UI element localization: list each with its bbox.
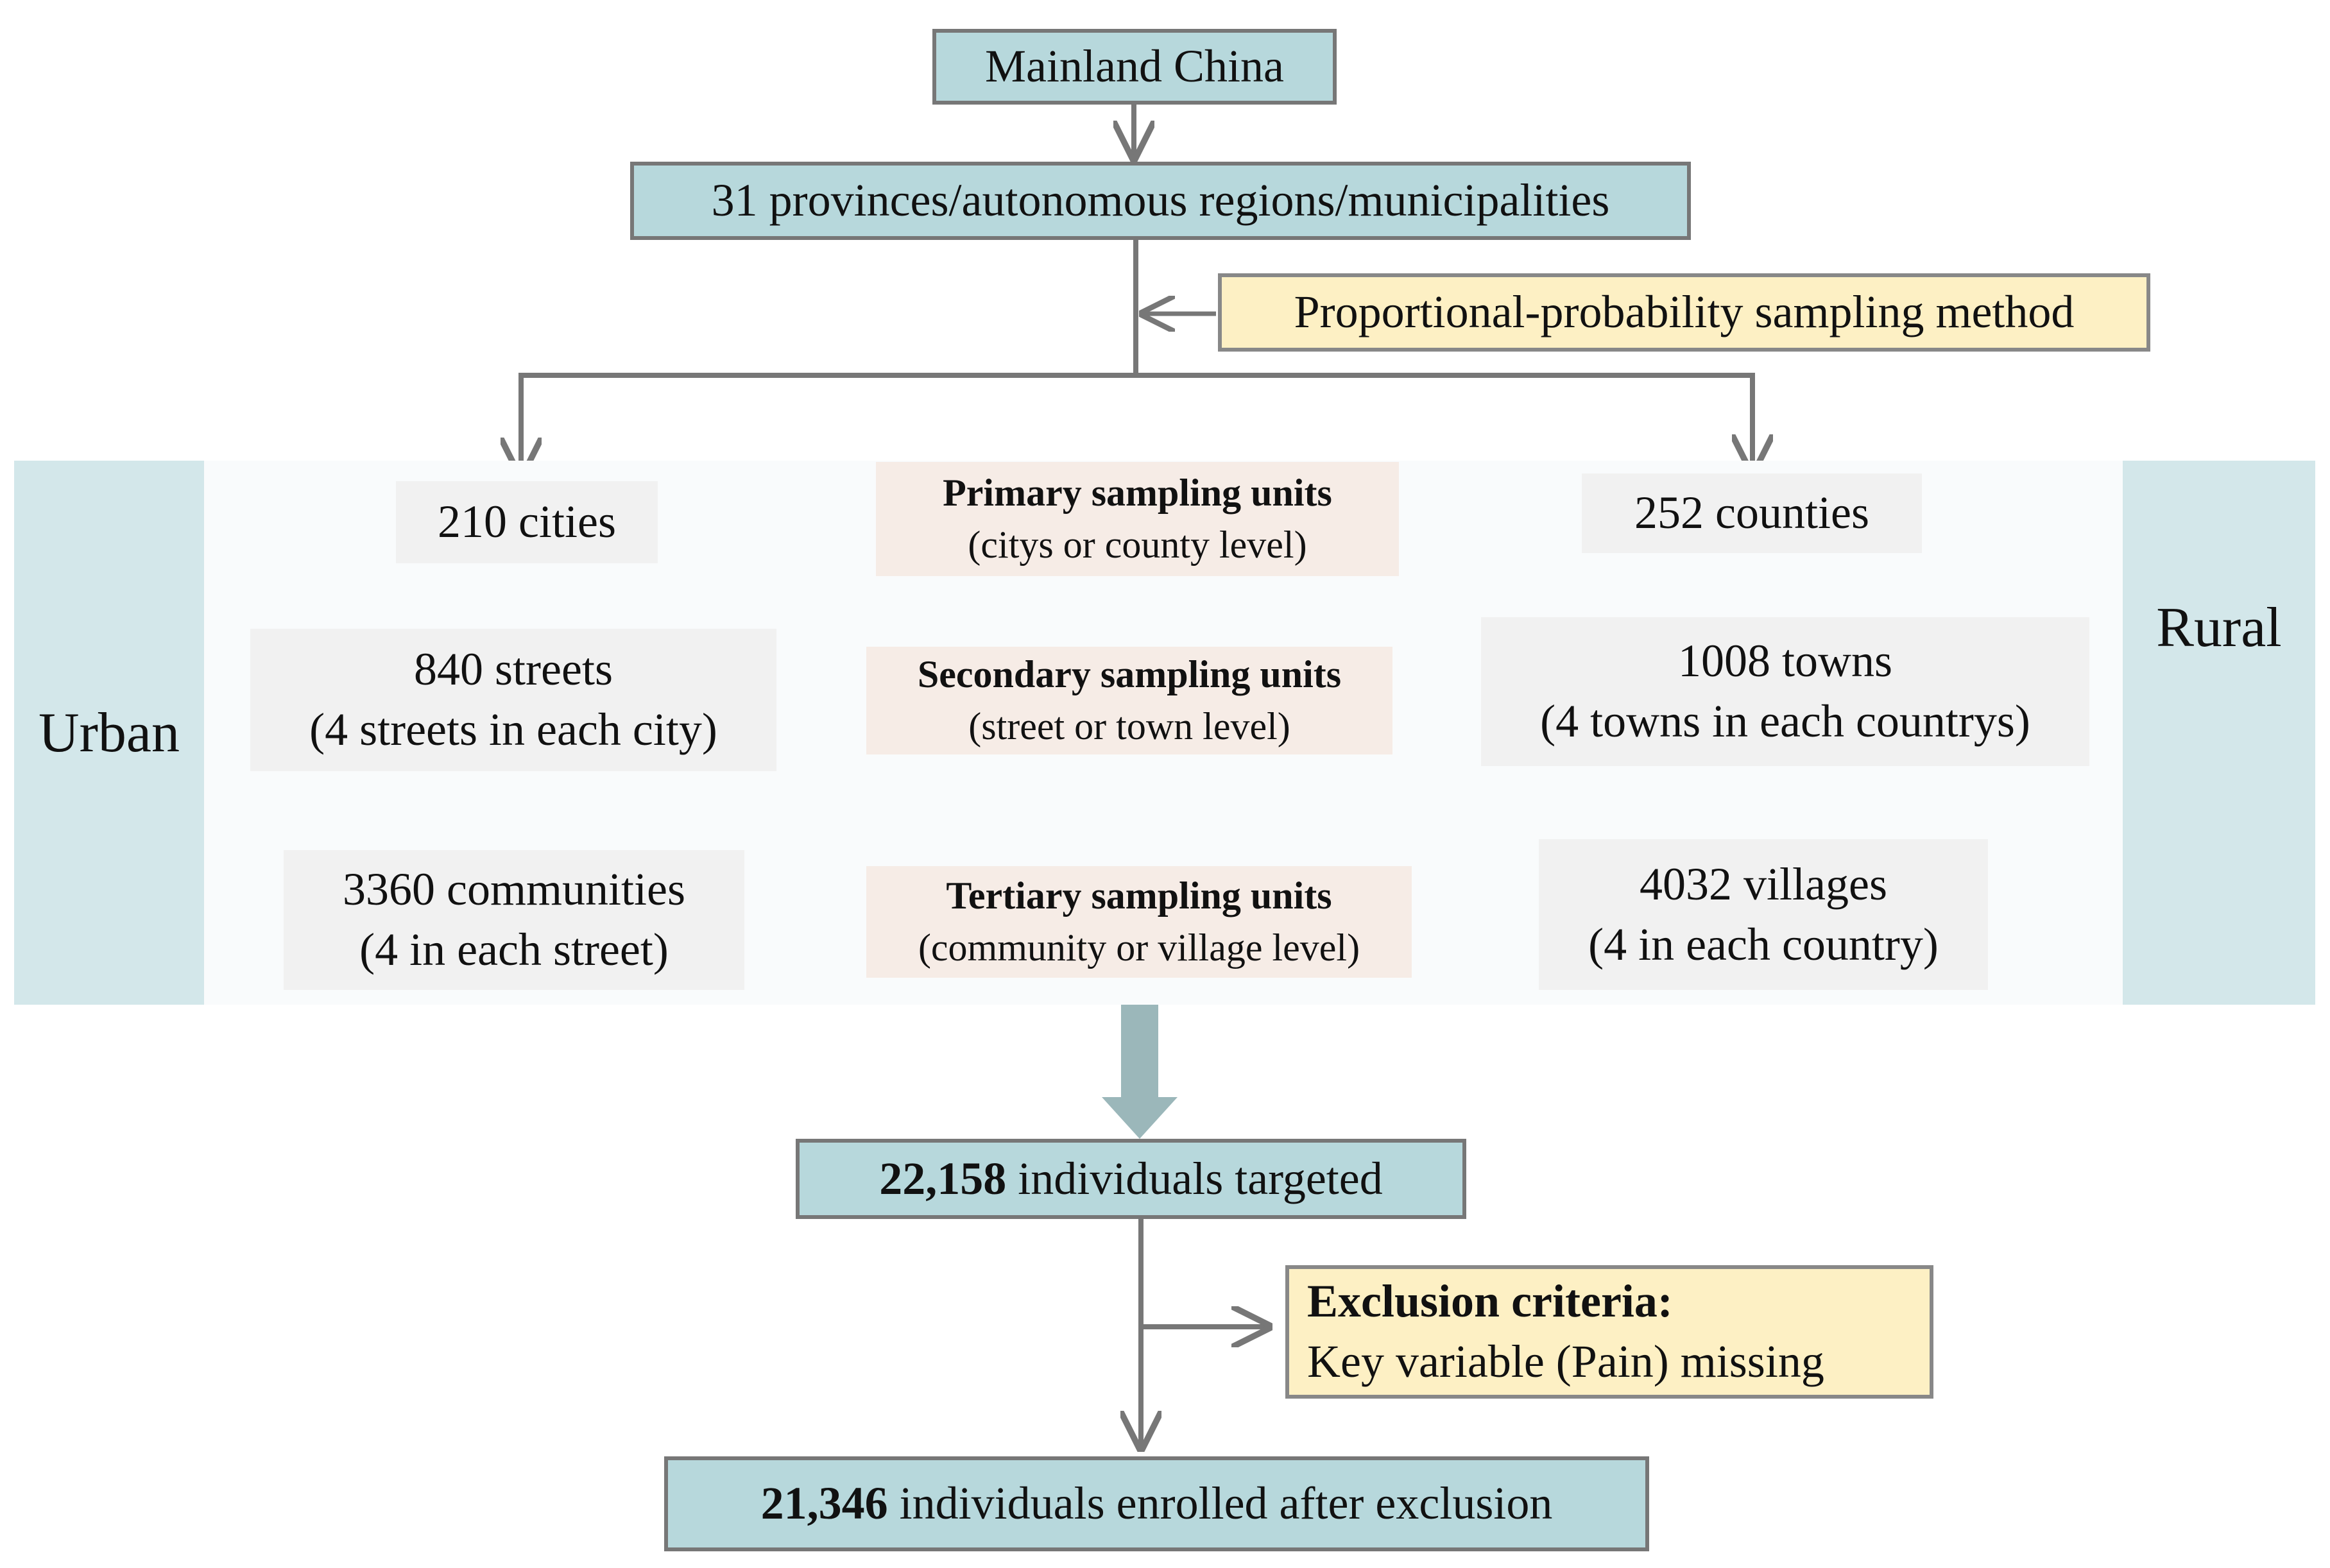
provinces-box: 31 provinces/autonomous regions/municipa… — [630, 162, 1691, 240]
streets-label: 840 streets — [414, 643, 613, 695]
streets-box: 840 streets (4 streets in each city) — [250, 629, 776, 771]
targeted-number: 22,158 — [879, 1152, 1007, 1204]
communities-box: 3360 communities (4 in each street) — [284, 850, 744, 990]
counties-label: 252 counties — [1634, 487, 1869, 539]
sampling-method-label: Proportional-probability sampling method — [1294, 286, 2075, 338]
exclusion-detail: Key variable (Pain) missing — [1307, 1336, 1824, 1387]
urban-label: Urban — [39, 701, 180, 764]
exclusion-title: Exclusion criteria: — [1307, 1275, 1673, 1327]
tertiary-units-sub: (community or village level) — [918, 926, 1360, 969]
secondary-units-box: Secondary sampling units (street or town… — [866, 647, 1392, 754]
primary-units-title: Primary sampling units — [943, 472, 1332, 514]
enrolled-text: individuals enrolled after exclusion — [887, 1478, 1553, 1530]
towns-box: 1008 towns (4 towns in each countrys) — [1481, 617, 2089, 766]
rural-label: Rural — [2156, 597, 2282, 659]
towns-note: (4 towns in each countrys) — [1540, 695, 2030, 747]
mainland-china-box: Mainland China — [932, 29, 1337, 105]
streets-note: (4 streets in each city) — [309, 704, 717, 755]
villages-label: 4032 villages — [1640, 858, 1887, 910]
enrolled-number: 21,346 — [760, 1478, 888, 1530]
exclusion-box: Exclusion criteria: Key variable (Pain) … — [1285, 1265, 1933, 1399]
towns-label: 1008 towns — [1677, 635, 1893, 687]
cities-box: 210 cities — [396, 481, 658, 563]
cities-label: 210 cities — [438, 496, 616, 548]
communities-note: (4 in each street) — [359, 924, 669, 975]
mainland-china-label: Mainland China — [985, 40, 1284, 92]
secondary-units-sub: (street or town level) — [968, 705, 1290, 747]
sampling-method-box: Proportional-probability sampling method — [1218, 273, 2150, 352]
big-down-arrow — [1102, 1004, 1178, 1139]
targeted-box: 22,158 individuals targeted — [796, 1139, 1466, 1219]
rural-band: Rural — [2123, 461, 2315, 1005]
targeted-text: individuals targeted — [1006, 1152, 1383, 1204]
counties-box: 252 counties — [1582, 473, 1922, 553]
urban-band: Urban — [14, 461, 204, 1005]
secondary-units-title: Secondary sampling units — [917, 653, 1342, 695]
villages-box: 4032 villages (4 in each country) — [1539, 839, 1988, 990]
tertiary-units-title: Tertiary sampling units — [946, 874, 1332, 917]
primary-units-sub: (citys or county level) — [968, 524, 1307, 566]
tertiary-units-box: Tertiary sampling units (community or vi… — [866, 866, 1412, 978]
enrolled-box: 21,346 individuals enrolled after exclus… — [664, 1456, 1649, 1551]
primary-units-box: Primary sampling units (citys or county … — [876, 462, 1399, 576]
villages-note: (4 in each country) — [1588, 918, 1939, 970]
communities-label: 3360 communities — [343, 864, 685, 916]
provinces-label: 31 provinces/autonomous regions/municipa… — [711, 175, 1610, 226]
